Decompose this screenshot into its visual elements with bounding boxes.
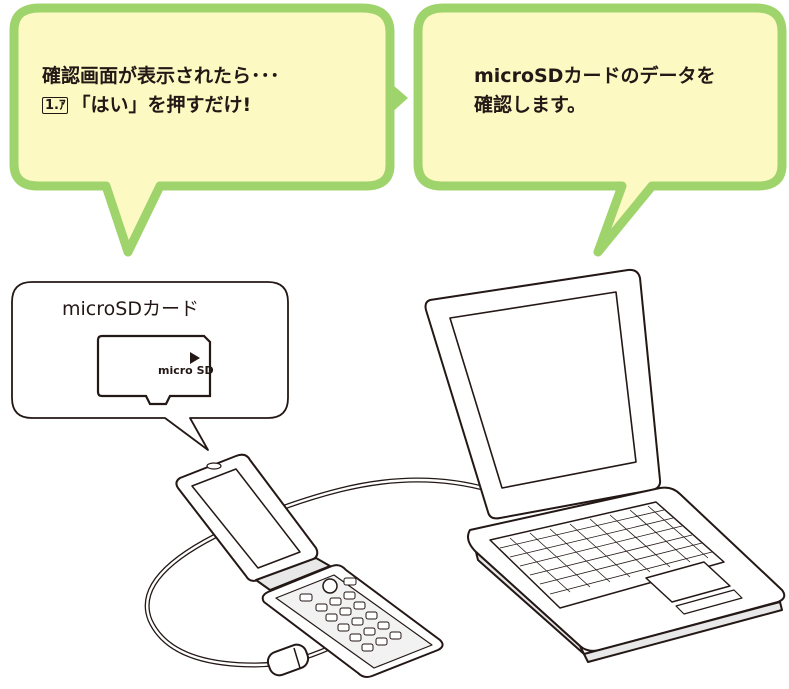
bubble-right-text: microSDカードのデータを 確認します。 [474,62,715,120]
speech-bubble-left [9,3,395,257]
bubble-left-text: 確認画面が表示されたら･･･ 1.ｱ「はい」を押すだけ! [42,62,280,120]
microsd-logo-text: micro SD [158,364,214,377]
key-1-icon: 1.ｱ [42,97,69,114]
flip-phone-icon [175,453,444,678]
bubble-right-line2: 確認します。 [474,94,587,116]
microsd-card-icon [96,334,212,406]
bubble-right-line1: microSDカードのデータを [474,65,716,87]
bubble-left-line2: 「はい」を押すだけ! [71,94,252,116]
microsd-card-label: microSDカード [62,298,199,320]
laptop-icon [424,268,786,663]
ferrite-core-icon [266,643,310,677]
bubble-left-line2-row: 1.ｱ「はい」を押すだけ! [42,91,280,120]
bubble-left-line1: 確認画面が表示されたら･･･ [42,65,280,87]
speech-bubble-right [413,3,787,257]
